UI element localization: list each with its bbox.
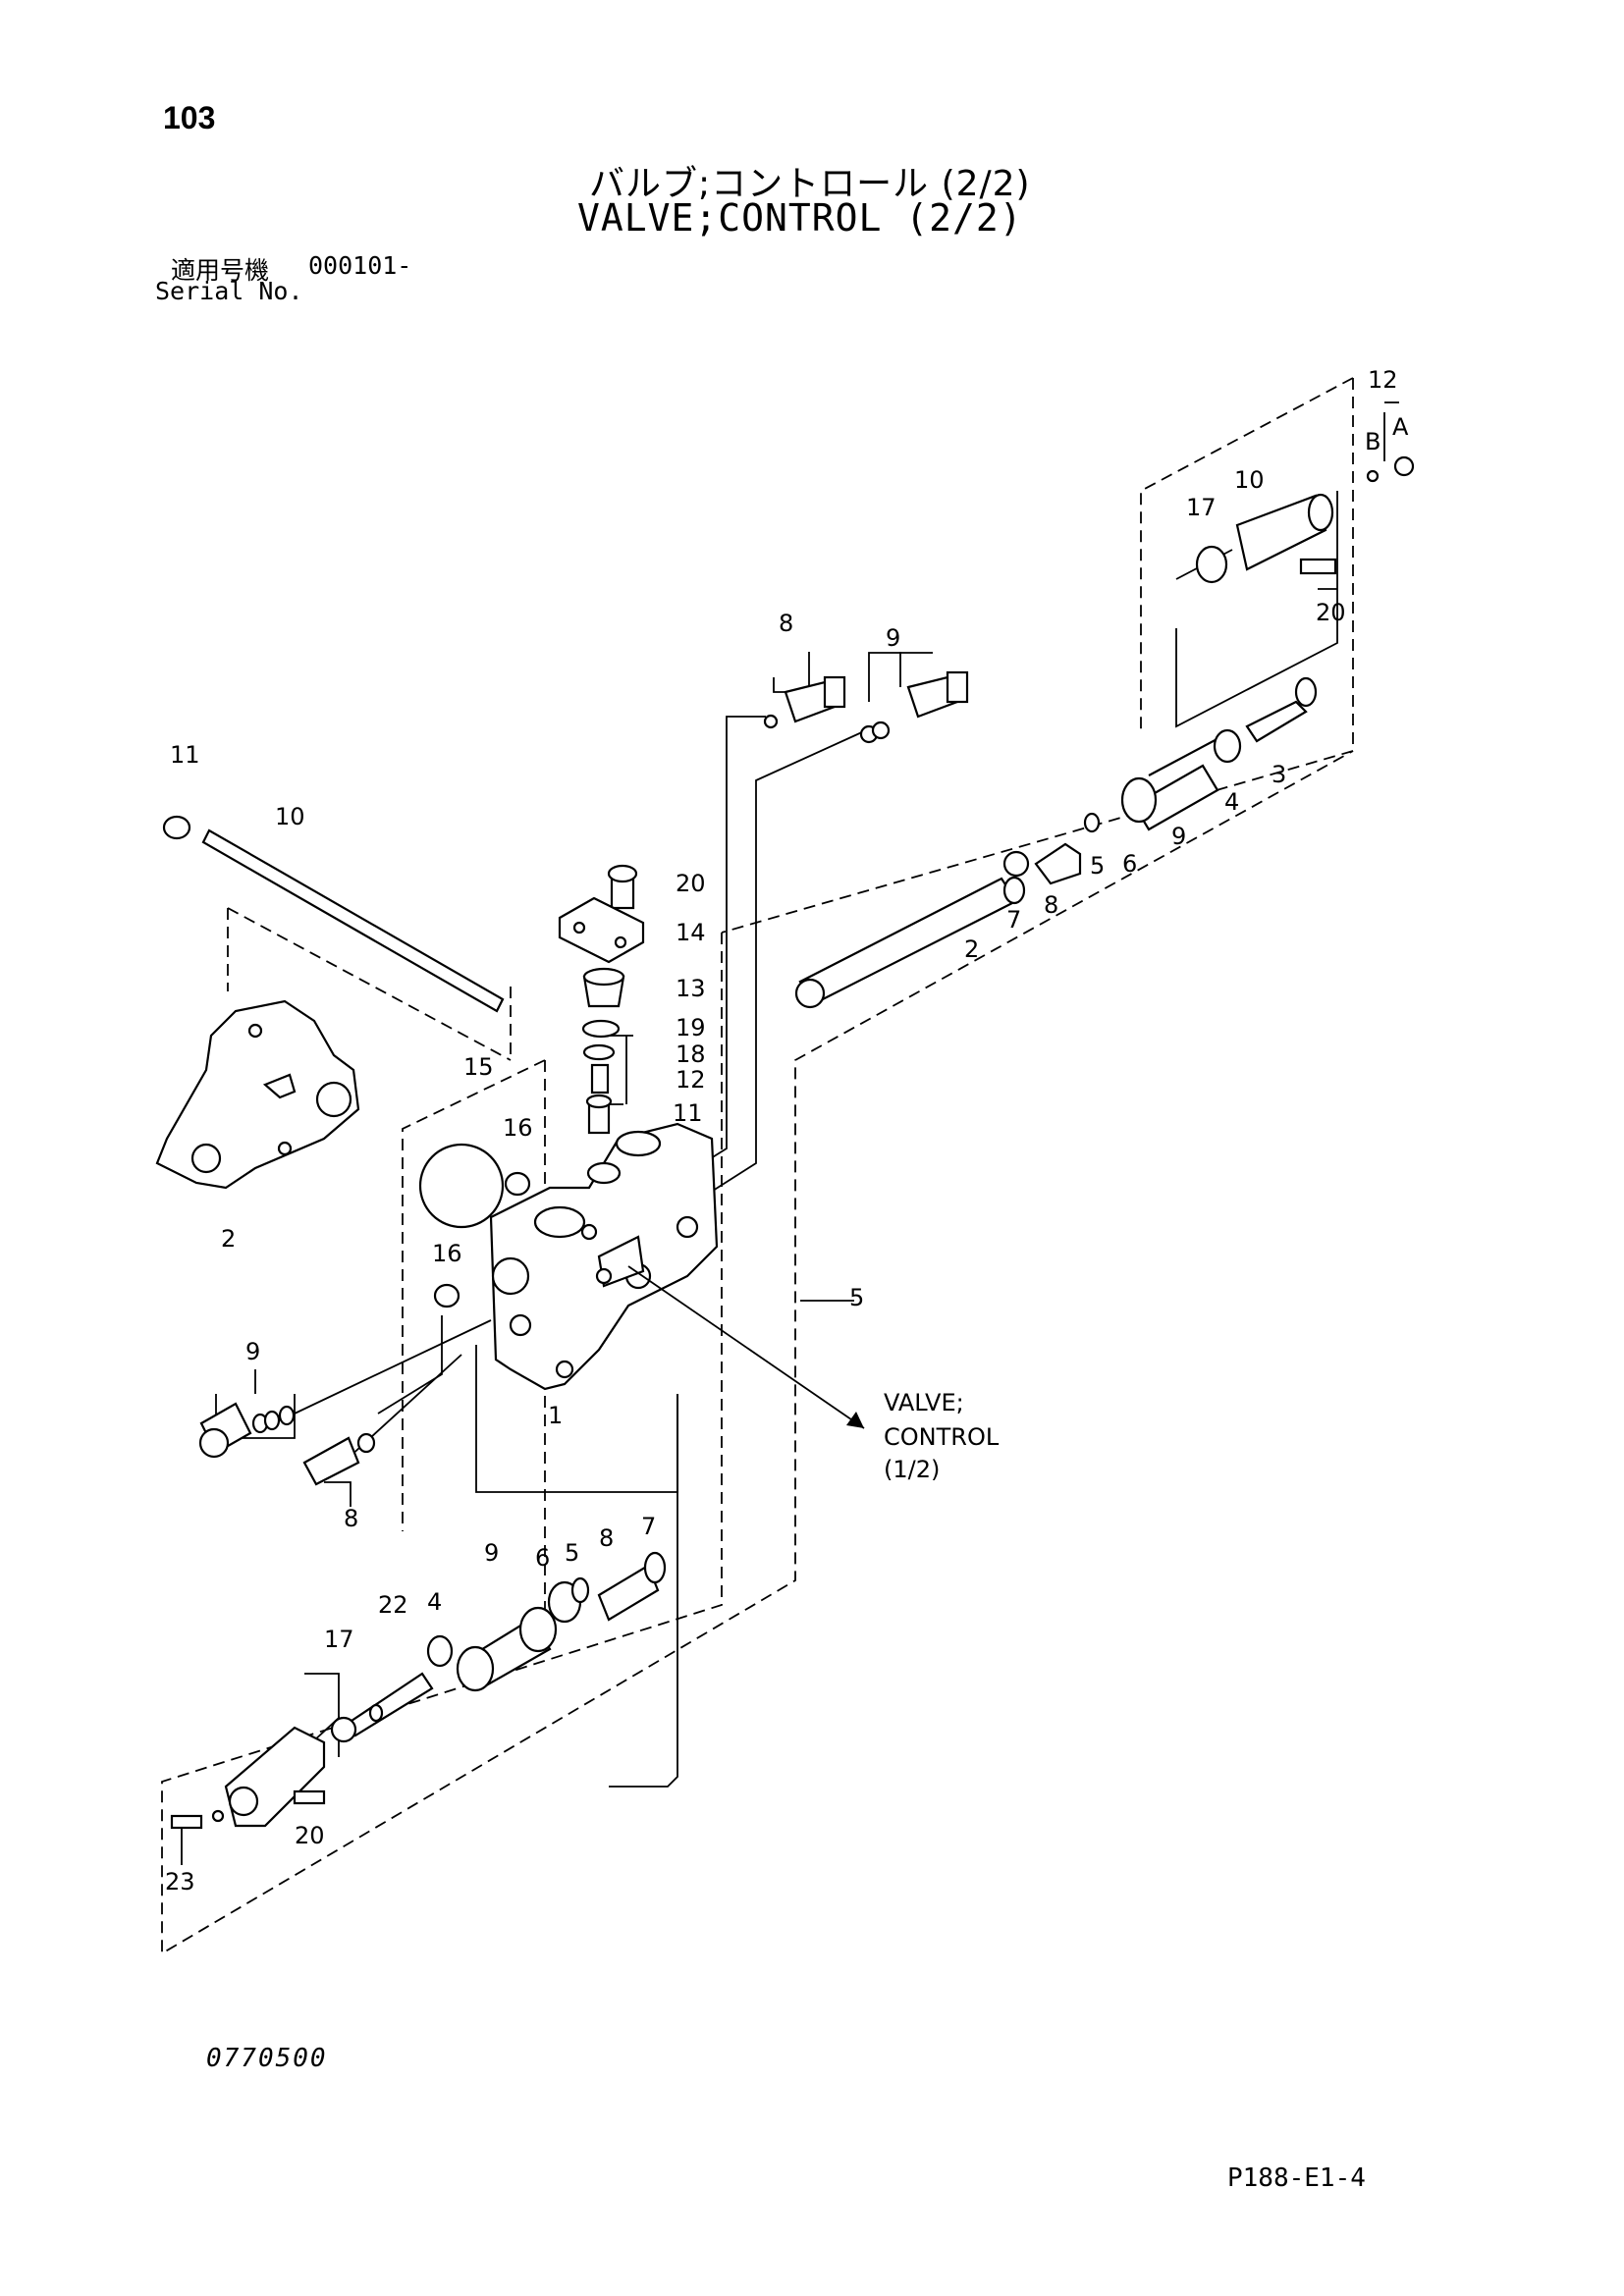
callout-13: 13 [676, 975, 706, 1002]
rod-part [201, 828, 505, 1013]
callout-12: 12 [676, 1066, 706, 1094]
callout-16: 16 [503, 1114, 533, 1142]
callout-8: 8 [344, 1505, 358, 1532]
page-number: 103 [163, 100, 216, 135]
callout-4: 4 [1224, 788, 1239, 816]
callout-3: 3 [1272, 761, 1286, 788]
callout-B: B [1365, 428, 1380, 455]
callout-20: 20 [676, 870, 706, 897]
serial-label-japanese: 適用号機 [171, 256, 270, 285]
group-outlines [161, 377, 1354, 1955]
callout-22: 22 [378, 1591, 408, 1619]
callout-6: 6 [535, 1544, 550, 1572]
callout-7: 7 [641, 1513, 656, 1540]
callout-8: 8 [599, 1524, 614, 1552]
reference-line-3: (1/2) [884, 1456, 940, 1483]
callout-5: 5 [1090, 852, 1105, 880]
drawing-code: 0770500 [206, 2044, 328, 2073]
callout-11: 11 [170, 741, 200, 769]
spool-part [798, 877, 1018, 1005]
callout-2: 2 [221, 1225, 236, 1253]
callout-18: 18 [676, 1041, 706, 1068]
parts [155, 455, 1415, 1830]
callout-5: 5 [565, 1539, 579, 1567]
callout-17: 17 [324, 1626, 354, 1653]
callout-14: 14 [676, 919, 706, 946]
callout-2: 2 [964, 935, 979, 963]
reference-line-2: CONTROL [884, 1423, 1000, 1451]
callout-9: 9 [245, 1338, 260, 1365]
reference-line-1: VALVE; [884, 1389, 964, 1416]
callout-16: 16 [432, 1240, 462, 1267]
serial-label: Serial No. [155, 277, 303, 305]
callout-6: 6 [1122, 850, 1137, 878]
serial-number-value: 000101- [308, 251, 412, 280]
callout-7: 7 [1006, 906, 1021, 934]
bolt-22-part [347, 1672, 434, 1737]
callout-9: 9 [886, 624, 900, 652]
page-title: VALVE;CONTROL (2/2) [577, 196, 1023, 240]
callout-5: 5 [849, 1284, 864, 1311]
plug-8-lower-part [302, 1436, 360, 1486]
callout-20: 20 [1316, 599, 1346, 626]
pilot-cap-part [1235, 494, 1327, 571]
callout-1: 1 [548, 1402, 563, 1429]
callout-20: 20 [295, 1822, 325, 1849]
o-ring-large-part [418, 1143, 505, 1229]
callout-10: 10 [275, 803, 305, 830]
callout-17: 17 [1186, 494, 1217, 521]
callout-4: 4 [427, 1588, 442, 1616]
callout-8: 8 [1044, 891, 1058, 919]
callout-9: 9 [484, 1539, 499, 1567]
washer-part [426, 1634, 454, 1668]
callout-23: 23 [165, 1868, 195, 1896]
callout-11: 11 [673, 1099, 703, 1127]
reference-arrow [627, 1265, 865, 1429]
callout-12: 12 [1368, 366, 1398, 394]
callout-A: A [1392, 413, 1409, 441]
page-code: P188-E1-4 [1227, 2163, 1366, 2193]
callout-9: 9 [1171, 823, 1186, 850]
callout-8: 8 [779, 610, 793, 637]
callout-10: 10 [1234, 466, 1265, 494]
callout-19: 19 [676, 1014, 706, 1041]
rod-cap-part [162, 815, 191, 840]
bracket-part [155, 999, 360, 1190]
callout-labels: 1 2 2 3 4 4 5 5 5 6 6 7 7 8 8 8 8 9 9 9 … [165, 366, 1409, 1896]
page-title-japanese: バルブ;コントロール (2/2) [589, 164, 1031, 204]
callout-15: 15 [463, 1053, 494, 1081]
